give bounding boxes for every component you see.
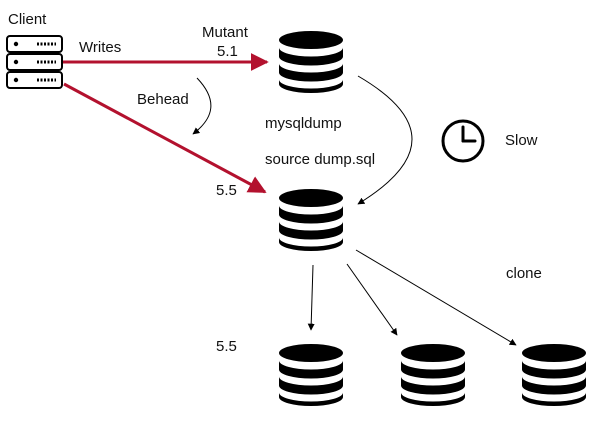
clone-arrow-2 [346,263,398,336]
database-icon-replica-1 [279,344,343,406]
database-icon-mutant-5-1 [279,31,343,93]
client-label: Client [8,11,47,28]
dump-restore-arrow [357,75,413,205]
mysqldump-label: mysqldump [265,115,342,132]
clone-label: clone [506,265,542,282]
clone-arrow-3 [355,249,517,346]
source-dump-label: source dump.sql [265,151,376,168]
clock-icon [441,119,485,163]
database-icon-replica-2 [401,344,465,406]
write-redirect-arrow [63,82,267,194]
writes-label: Writes [79,39,122,56]
mutant-label: Mutant [202,24,248,41]
slow-label: Slow [505,132,538,149]
version-5-5-bottom-label: 5.5 [216,338,237,355]
database-icon-5-5-primary [279,189,343,251]
clone-arrow-1 [307,264,315,331]
version-5-5-top-label: 5.5 [216,182,237,199]
behead-label: Behead [137,91,189,108]
database-icon-replica-3 [522,344,586,406]
version-5-1-label: 5.1 [217,43,238,60]
client-server-icon [6,35,63,89]
behead-arrow [192,77,212,135]
